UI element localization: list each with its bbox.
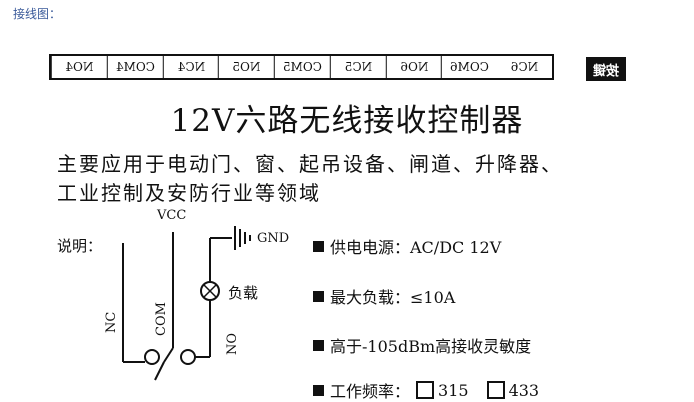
spec-text: 供电电源：AC/DC 12V bbox=[330, 238, 502, 257]
description-line: 工业控制及安防行业等领域 bbox=[57, 181, 321, 205]
load-label: 负载 bbox=[228, 284, 259, 302]
nc-contact-icon bbox=[144, 349, 160, 365]
spec-text: 最大负载：≤10A bbox=[330, 288, 456, 307]
nc-label: NC bbox=[104, 311, 119, 333]
bullet-icon bbox=[313, 290, 324, 302]
spec-power: 供电电源：AC/DC 12V bbox=[313, 234, 501, 258]
spec-max-load: 最大负载：≤10A bbox=[313, 284, 455, 308]
bullet-icon bbox=[313, 240, 324, 252]
gnd-label: GND bbox=[257, 231, 290, 246]
no-label: NO bbox=[225, 332, 240, 355]
spec-frequency: 工作频率： 315 433 bbox=[313, 378, 539, 402]
vcc-label: VCC bbox=[157, 208, 187, 223]
checkbox-315-icon bbox=[416, 381, 435, 399]
freq-433: 433 bbox=[508, 380, 540, 400]
bullet-icon bbox=[313, 384, 324, 396]
description-line: 主要应用于电动门、窗、起吊设备、闸道、升降器、 bbox=[57, 152, 563, 176]
com-label: COM bbox=[154, 302, 169, 336]
checkbox-433-icon bbox=[486, 381, 505, 399]
terminal-strip: NO4 COM4 NC4 NO5 COM5 NC5 NO6 COM6 NC6 bbox=[49, 54, 554, 80]
explain-label: 说明： bbox=[57, 237, 103, 255]
page-title: 12V六路无线接收控制器 bbox=[170, 103, 524, 139]
switch-blade-lower bbox=[154, 361, 165, 381]
bullet-icon bbox=[313, 339, 324, 351]
no-contact-icon bbox=[180, 349, 196, 365]
diagram-caption: 接线图： bbox=[13, 7, 62, 21]
spec-text: 高于-105dBm高接收灵敏度 bbox=[330, 337, 532, 356]
spec-text: 工作频率： bbox=[330, 382, 411, 401]
freq-315: 315 bbox=[438, 380, 469, 400]
spec-sensitivity: 高于-105dBm高接收灵敏度 bbox=[313, 333, 531, 357]
switch-blade bbox=[163, 347, 174, 363]
application-description: 主要应用于电动门、窗、起吊设备、闸道、升降器、 工业控制及安防行业等领域 bbox=[57, 150, 687, 208]
